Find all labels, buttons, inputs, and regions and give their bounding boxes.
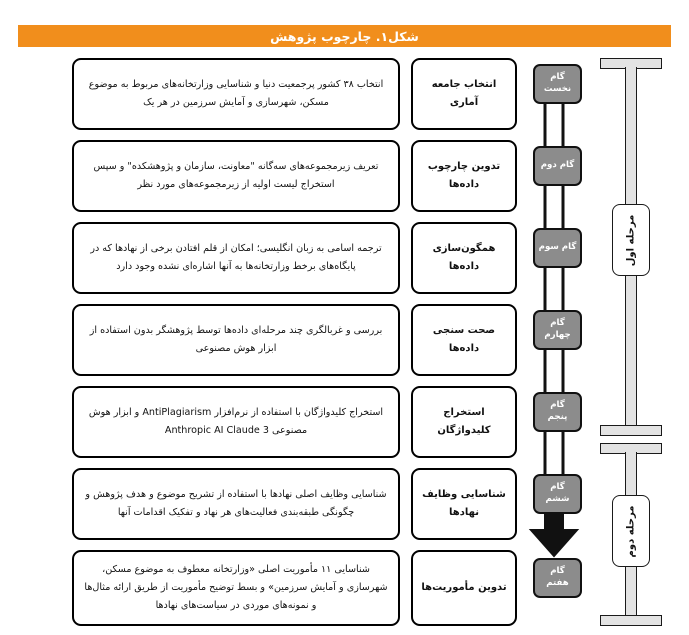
framework-row: شناسایی ۱۱ مأموریت اصلی «وزارتخانه معطوف… xyxy=(0,550,689,626)
phase-label-box: مرحله دوم xyxy=(612,495,650,567)
row-description-box: انتخاب ۳۸ کشور پرجمعیت دنیا و شناسایی وز… xyxy=(72,58,400,130)
framework-row: تعریف زیرمجموعه‌های سه‌گانه "معاونت، ساز… xyxy=(0,140,689,212)
framework-row: استخراج کلیدواژگان با استفاده از نرم‌افز… xyxy=(0,386,689,458)
row-description-text: انتخاب ۳۸ کشور پرجمعیت دنیا و شناسایی وز… xyxy=(88,79,384,108)
bracket-bottom-bar xyxy=(600,425,662,436)
step-line-2: ششم xyxy=(545,494,570,504)
step-badge: گام پنجم xyxy=(533,392,582,432)
step-badge: گام سوم xyxy=(533,228,582,268)
phase-label-box: مرحله اول xyxy=(612,204,650,276)
step-badge: گام چهارم xyxy=(533,310,582,350)
row-description-box: شناسایی وظایف اصلی نهادها با استفاده از … xyxy=(72,468,400,540)
row-stage-text: تدوین چارچوب داده‌ها xyxy=(427,161,501,190)
step-badge: گام هفتم xyxy=(533,558,582,598)
bracket-bottom-bar xyxy=(600,615,662,626)
phase-label-text: مرحله اول xyxy=(625,214,637,266)
row-description-box: استخراج کلیدواژگان با استفاده از نرم‌افز… xyxy=(72,386,400,458)
step-badge-text: گام سوم xyxy=(539,242,577,254)
row-stage-box: همگون‌سازی داده‌ها xyxy=(411,222,517,294)
step-badge-text: گام چهارم xyxy=(544,318,570,341)
phase-label-text: مرحله دوم xyxy=(625,505,637,557)
step-line-1: گام xyxy=(550,72,565,83)
step-line-2: پنجم xyxy=(547,412,568,422)
row-stage-box: صحت سنجی داده‌ها xyxy=(411,304,517,376)
framework-row: ترجمه اسامی به زبان انگلیسی؛ امکان از قل… xyxy=(0,222,689,294)
row-stage-text: استخراج کلیدواژگان xyxy=(437,407,491,436)
row-stage-text: شناسایی وظایف نهادها xyxy=(422,489,506,518)
figure-banner: شکل۱. چارچوب پژوهش xyxy=(18,25,671,47)
row-stage-text: همگون‌سازی داده‌ها xyxy=(432,243,496,272)
step-line-1: گام xyxy=(550,566,565,577)
row-stage-box: استخراج کلیدواژگان xyxy=(411,386,517,458)
phase-bracket-one: مرحله اول xyxy=(600,58,662,436)
row-stage-box: تدوین چارچوب داده‌ها xyxy=(411,140,517,212)
step-line-2: چهارم xyxy=(544,330,571,340)
step-badge-text: گام دوم xyxy=(541,160,575,172)
row-stage-box: انتخاب جامعه آماری xyxy=(411,58,517,130)
row-stage-box: شناسایی وظایف نهادها xyxy=(411,468,517,540)
step-badge: گام دوم xyxy=(533,146,582,186)
step-badge: گام ششم xyxy=(533,474,582,514)
step-line-1: گام سوم xyxy=(538,242,577,253)
row-description-box: تعریف زیرمجموعه‌های سه‌گانه "معاونت، ساز… xyxy=(72,140,400,212)
step-line-2: هفتم xyxy=(546,578,569,588)
row-stage-text: انتخاب جامعه آماری xyxy=(431,79,497,108)
row-description-box: بررسی و غربالگری چند مرحله‌ای داده‌ها تو… xyxy=(72,304,400,376)
step-line-1: گام xyxy=(550,400,565,411)
framework-row: شناسایی وظایف اصلی نهادها با استفاده از … xyxy=(0,468,689,540)
row-description-text: شناسایی ۱۱ مأموریت اصلی «وزارتخانه معطوف… xyxy=(84,564,388,611)
step-line-1: گام دوم xyxy=(540,160,575,171)
phase-bracket-two: مرحله دوم xyxy=(600,443,662,626)
row-description-text: تعریف زیرمجموعه‌های سه‌گانه "معاونت، ساز… xyxy=(93,161,379,190)
row-stage-box: تدوین مأموریت‌ها xyxy=(411,550,517,626)
step-line-2: نخست xyxy=(543,84,572,94)
figure-title: شکل۱. چارچوب پژوهش xyxy=(270,28,419,44)
row-stage-text: صحت سنجی داده‌ها xyxy=(432,325,496,354)
row-description-text: بررسی و غربالگری چند مرحله‌ای داده‌ها تو… xyxy=(89,325,383,354)
step-badge: گام نخست xyxy=(533,64,582,104)
step-badge-text: گام ششم xyxy=(546,482,570,505)
row-description-text: استخراج کلیدواژگان با استفاده از نرم‌افز… xyxy=(88,407,384,436)
row-description-text: ترجمه اسامی به زبان انگلیسی؛ امکان از قل… xyxy=(90,243,382,272)
row-description-text: شناسایی وظایف اصلی نهادها با استفاده از … xyxy=(85,489,387,518)
framework-row: انتخاب ۳۸ کشور پرجمعیت دنیا و شناسایی وز… xyxy=(0,58,689,130)
step-badge-text: گام پنجم xyxy=(548,400,568,423)
row-description-box: شناسایی ۱۱ مأموریت اصلی «وزارتخانه معطوف… xyxy=(72,550,400,626)
row-description-box: ترجمه اسامی به زبان انگلیسی؛ امکان از قل… xyxy=(72,222,400,294)
step-badge-text: گام نخست xyxy=(544,72,571,95)
step-line-1: گام xyxy=(550,482,565,493)
row-stage-text: تدوین مأموریت‌ها xyxy=(421,582,507,593)
step-badge-text: گام هفتم xyxy=(546,566,568,589)
framework-row: بررسی و غربالگری چند مرحله‌ای داده‌ها تو… xyxy=(0,304,689,376)
step-line-1: گام xyxy=(550,318,565,329)
